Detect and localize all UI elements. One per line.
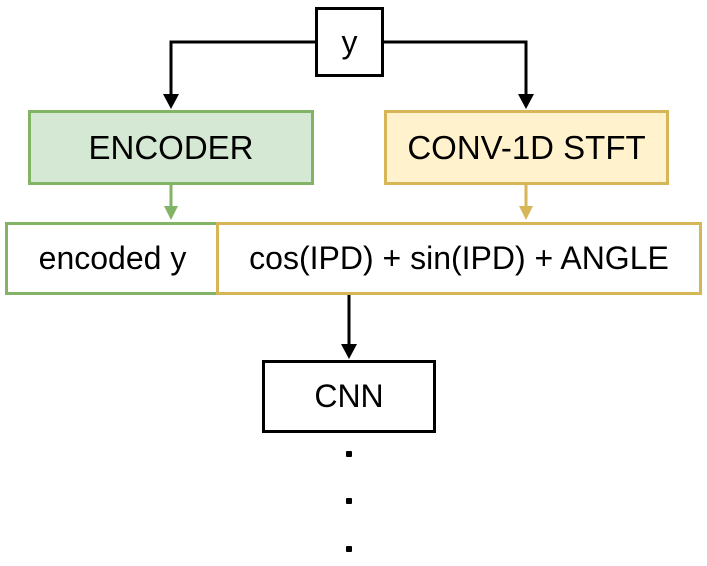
encoder-label: ENCODER: [88, 128, 254, 166]
encoded-y-node: encoded y: [5, 222, 220, 295]
conv1d-stft-label: CONV-1D STFT: [407, 128, 646, 166]
ellipsis-dot-3: [346, 546, 352, 552]
input-y-node: y: [315, 7, 384, 77]
cnn-label: CNN: [314, 378, 384, 414]
arrowhead-encoded: [164, 206, 178, 220]
conv1d-stft-node: CONV-1D STFT: [384, 110, 669, 185]
encoder-node: ENCODER: [28, 110, 314, 185]
encoded-y-label: encoded y: [38, 240, 187, 276]
arrowhead-features: [519, 206, 533, 220]
ellipsis-dot-1: [346, 451, 352, 457]
edge-input-to-encoder: [169, 40, 315, 96]
phase-features-node: cos(IPD) + sin(IPD) + ANGLE: [216, 222, 702, 295]
arrowhead-cnn: [341, 344, 357, 359]
cnn-node: CNN: [262, 360, 436, 433]
phase-features-label: cos(IPD) + sin(IPD) + ANGLE: [249, 240, 669, 276]
edge-input-to-stft: [384, 40, 528, 96]
input-y-label: y: [341, 23, 358, 60]
arrowhead-encoder: [163, 94, 179, 109]
arrowhead-stft: [518, 94, 534, 109]
ellipsis-dot-2: [346, 498, 352, 504]
